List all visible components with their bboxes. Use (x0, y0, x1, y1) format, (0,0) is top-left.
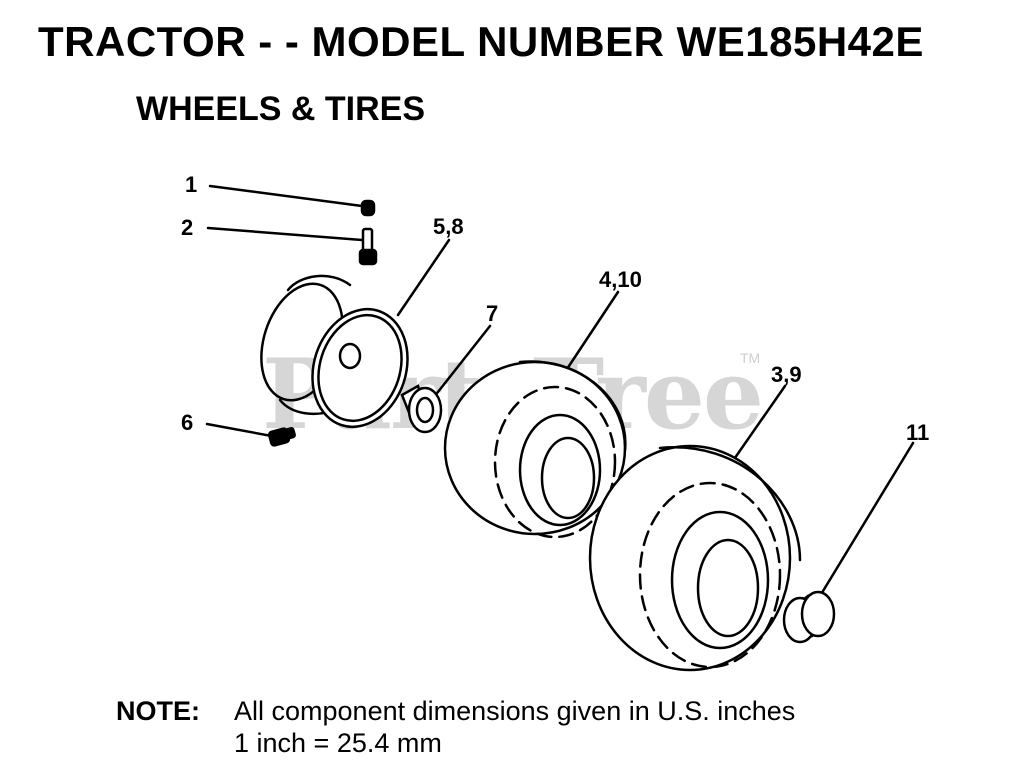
callout-6: 6 (181, 410, 194, 435)
bushing-part (400, 384, 443, 434)
note-line-1: All component dimensions given in U.S. i… (234, 696, 796, 726)
dimension-note: NOTE: All component dimensions given in U… (116, 695, 795, 759)
note-text: All component dimensions given in U.S. i… (234, 695, 795, 759)
valve-stem-part (358, 227, 378, 266)
callout-7: 7 (486, 301, 499, 326)
leader-11 (818, 441, 915, 598)
callout-11: 11 (906, 420, 930, 445)
rear-tire-part (588, 444, 802, 672)
bolt-part (267, 427, 296, 447)
leader-3-9 (728, 384, 787, 467)
callout-4-10: 4,10 (599, 267, 642, 292)
leader-4-10 (563, 290, 620, 374)
note-line-2: 1 inch = 25.4 mm (234, 728, 442, 758)
leader-2 (206, 226, 364, 242)
leader-5-8 (396, 238, 451, 317)
hub-cap-part (782, 590, 836, 644)
front-tire-part (443, 360, 627, 539)
section-subtitle: WHEELS & TIRES (136, 90, 426, 128)
rim-part (260, 274, 409, 429)
valve-cap-part (360, 199, 376, 217)
callout-1: 1 (185, 172, 198, 197)
leader-7 (432, 324, 492, 399)
callout-3-9: 3,9 (771, 362, 802, 387)
callout-2: 2 (181, 215, 194, 240)
leader-6 (205, 422, 279, 439)
note-label: NOTE: (116, 696, 200, 726)
leader-1 (208, 184, 364, 208)
page-title: TRACTOR - - MODEL NUMBER WE185H42E (38, 18, 924, 65)
callout-5-8: 5,8 (433, 214, 464, 239)
watermark-tm: TM (740, 350, 761, 366)
